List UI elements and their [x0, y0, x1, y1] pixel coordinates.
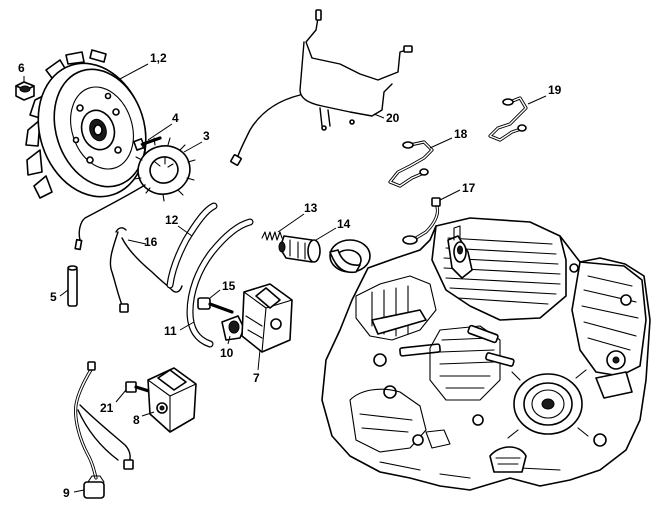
callout-16: 16 [144, 235, 158, 249]
callout-14: 14 [337, 217, 351, 231]
callout-12: 12 [165, 213, 179, 227]
callout-11: 11 [164, 324, 177, 338]
hose-12 [166, 202, 218, 289]
callout-20: 20 [386, 111, 400, 125]
plug-10 [221, 315, 245, 341]
callout-4: 4 [172, 111, 179, 125]
callout-19: 19 [548, 83, 562, 97]
pin [67, 265, 78, 307]
wire-harness-9 [74, 361, 134, 499]
valve-14 [278, 235, 321, 263]
screw-15 [197, 297, 234, 314]
leader-lines [23, 63, 547, 493]
stator-coil [74, 137, 196, 251]
callout-7: 7 [253, 371, 260, 385]
flywheel [25, 49, 147, 199]
callout-3: 3 [203, 129, 210, 143]
callout-1-2: 1,2 [150, 51, 167, 65]
callout-labels: 1,2 3 4 5 6 7 8 9 10 11 12 13 14 15 16 1… [18, 51, 562, 500]
callout-15: 15 [222, 279, 236, 293]
wire-18 [388, 140, 434, 188]
callout-13: 13 [304, 201, 318, 215]
callout-18: 18 [454, 127, 468, 141]
grommet [329, 239, 371, 274]
wire-20 [230, 9, 413, 166]
callout-6: 6 [18, 61, 25, 75]
wire-17 [402, 197, 441, 245]
callout-9: 9 [63, 486, 70, 500]
callout-17: 17 [462, 181, 476, 195]
wire-19 [488, 96, 528, 142]
ignition-coil-8 [147, 367, 197, 433]
ignition-coil-7 [241, 283, 293, 353]
nut [15, 81, 35, 101]
spring [261, 231, 283, 241]
callout-21: 21 [100, 401, 114, 415]
callout-5: 5 [50, 290, 57, 304]
hose-11 [186, 218, 254, 348]
engine-crankcase [321, 217, 651, 491]
callout-10: 10 [220, 346, 234, 360]
screw-4 [133, 136, 162, 151]
callout-8: 8 [133, 413, 140, 427]
